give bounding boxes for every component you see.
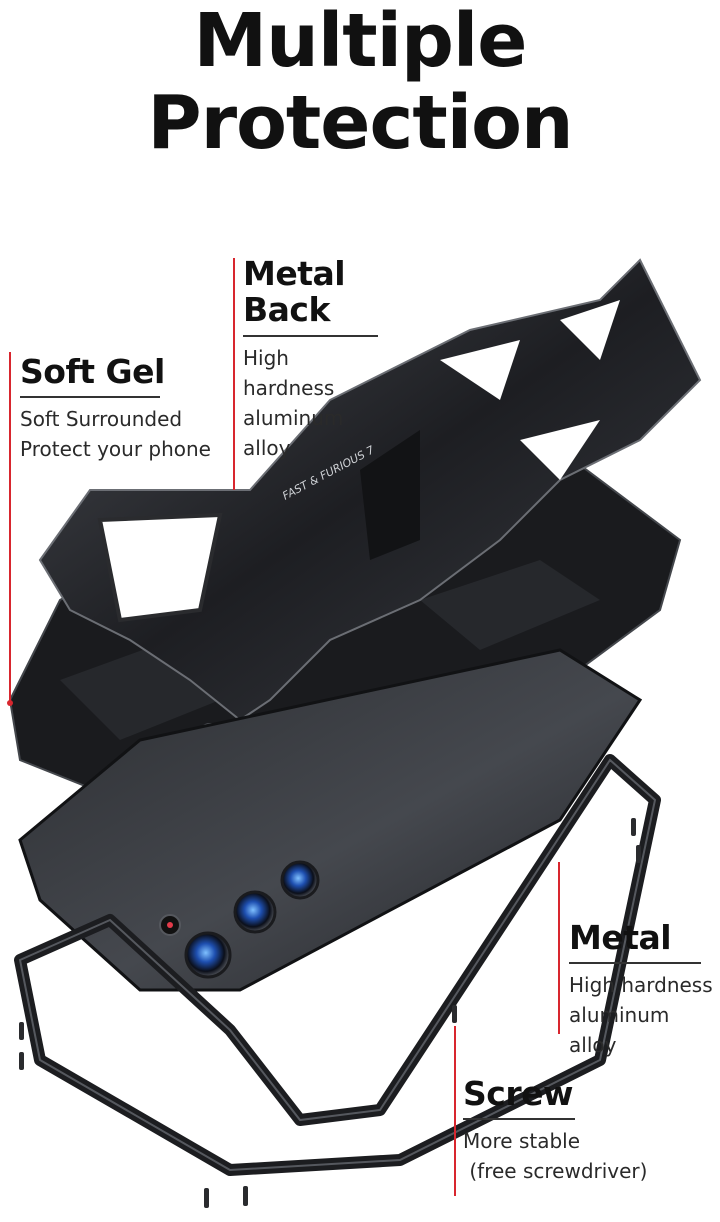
callout-soft-gel: Soft Gel Soft Surrounded Protect your ph… xyxy=(20,352,220,464)
metal-back-pointer-line xyxy=(233,258,235,490)
metal-back-title: Metal Back xyxy=(243,254,346,330)
screw-desc-2: (free screwdriver) xyxy=(463,1159,648,1184)
headline-line-1: Multiple xyxy=(193,0,528,84)
soft-gel-rule xyxy=(20,396,160,399)
soft-gel-desc-1: Soft Surrounded xyxy=(20,407,183,432)
screw-pointer-line xyxy=(454,1026,456,1196)
screw-rule xyxy=(463,1118,575,1121)
metal-back-desc-2: aluminum xyxy=(243,405,344,430)
callout-metal: Metal High hardness aluminum alloy xyxy=(569,918,719,1060)
metal-back-desc-3: alloy xyxy=(243,435,291,460)
callout-screw: Screw More stable (free screwdriver) xyxy=(463,1074,653,1186)
headline-line-2: Protection xyxy=(147,80,573,166)
soft-gel-pointer-line xyxy=(9,352,11,704)
metal-title: Metal xyxy=(569,918,672,957)
soft-gel-pointer-dot xyxy=(7,700,13,706)
screw-desc-1: More stable xyxy=(463,1129,581,1154)
metal-back-rule xyxy=(243,334,378,337)
metal-desc-2: aluminum alloy xyxy=(569,1003,670,1058)
metal-back-desc-1: High hardness xyxy=(243,345,335,400)
soft-gel-title: Soft Gel xyxy=(20,352,165,391)
metal-desc-1: High hardness xyxy=(569,973,713,998)
callout-metal-back: Metal Back High hardness aluminum alloy xyxy=(243,254,383,463)
screws xyxy=(19,818,641,1208)
metal-back-plate: FAST & FURIOUS 7 xyxy=(38,258,702,722)
soft-gel-desc-2: Protect your phone xyxy=(20,437,211,462)
screw-title: Screw xyxy=(463,1074,573,1113)
metal-rule xyxy=(569,962,701,965)
metal-pointer-line xyxy=(558,862,560,1034)
